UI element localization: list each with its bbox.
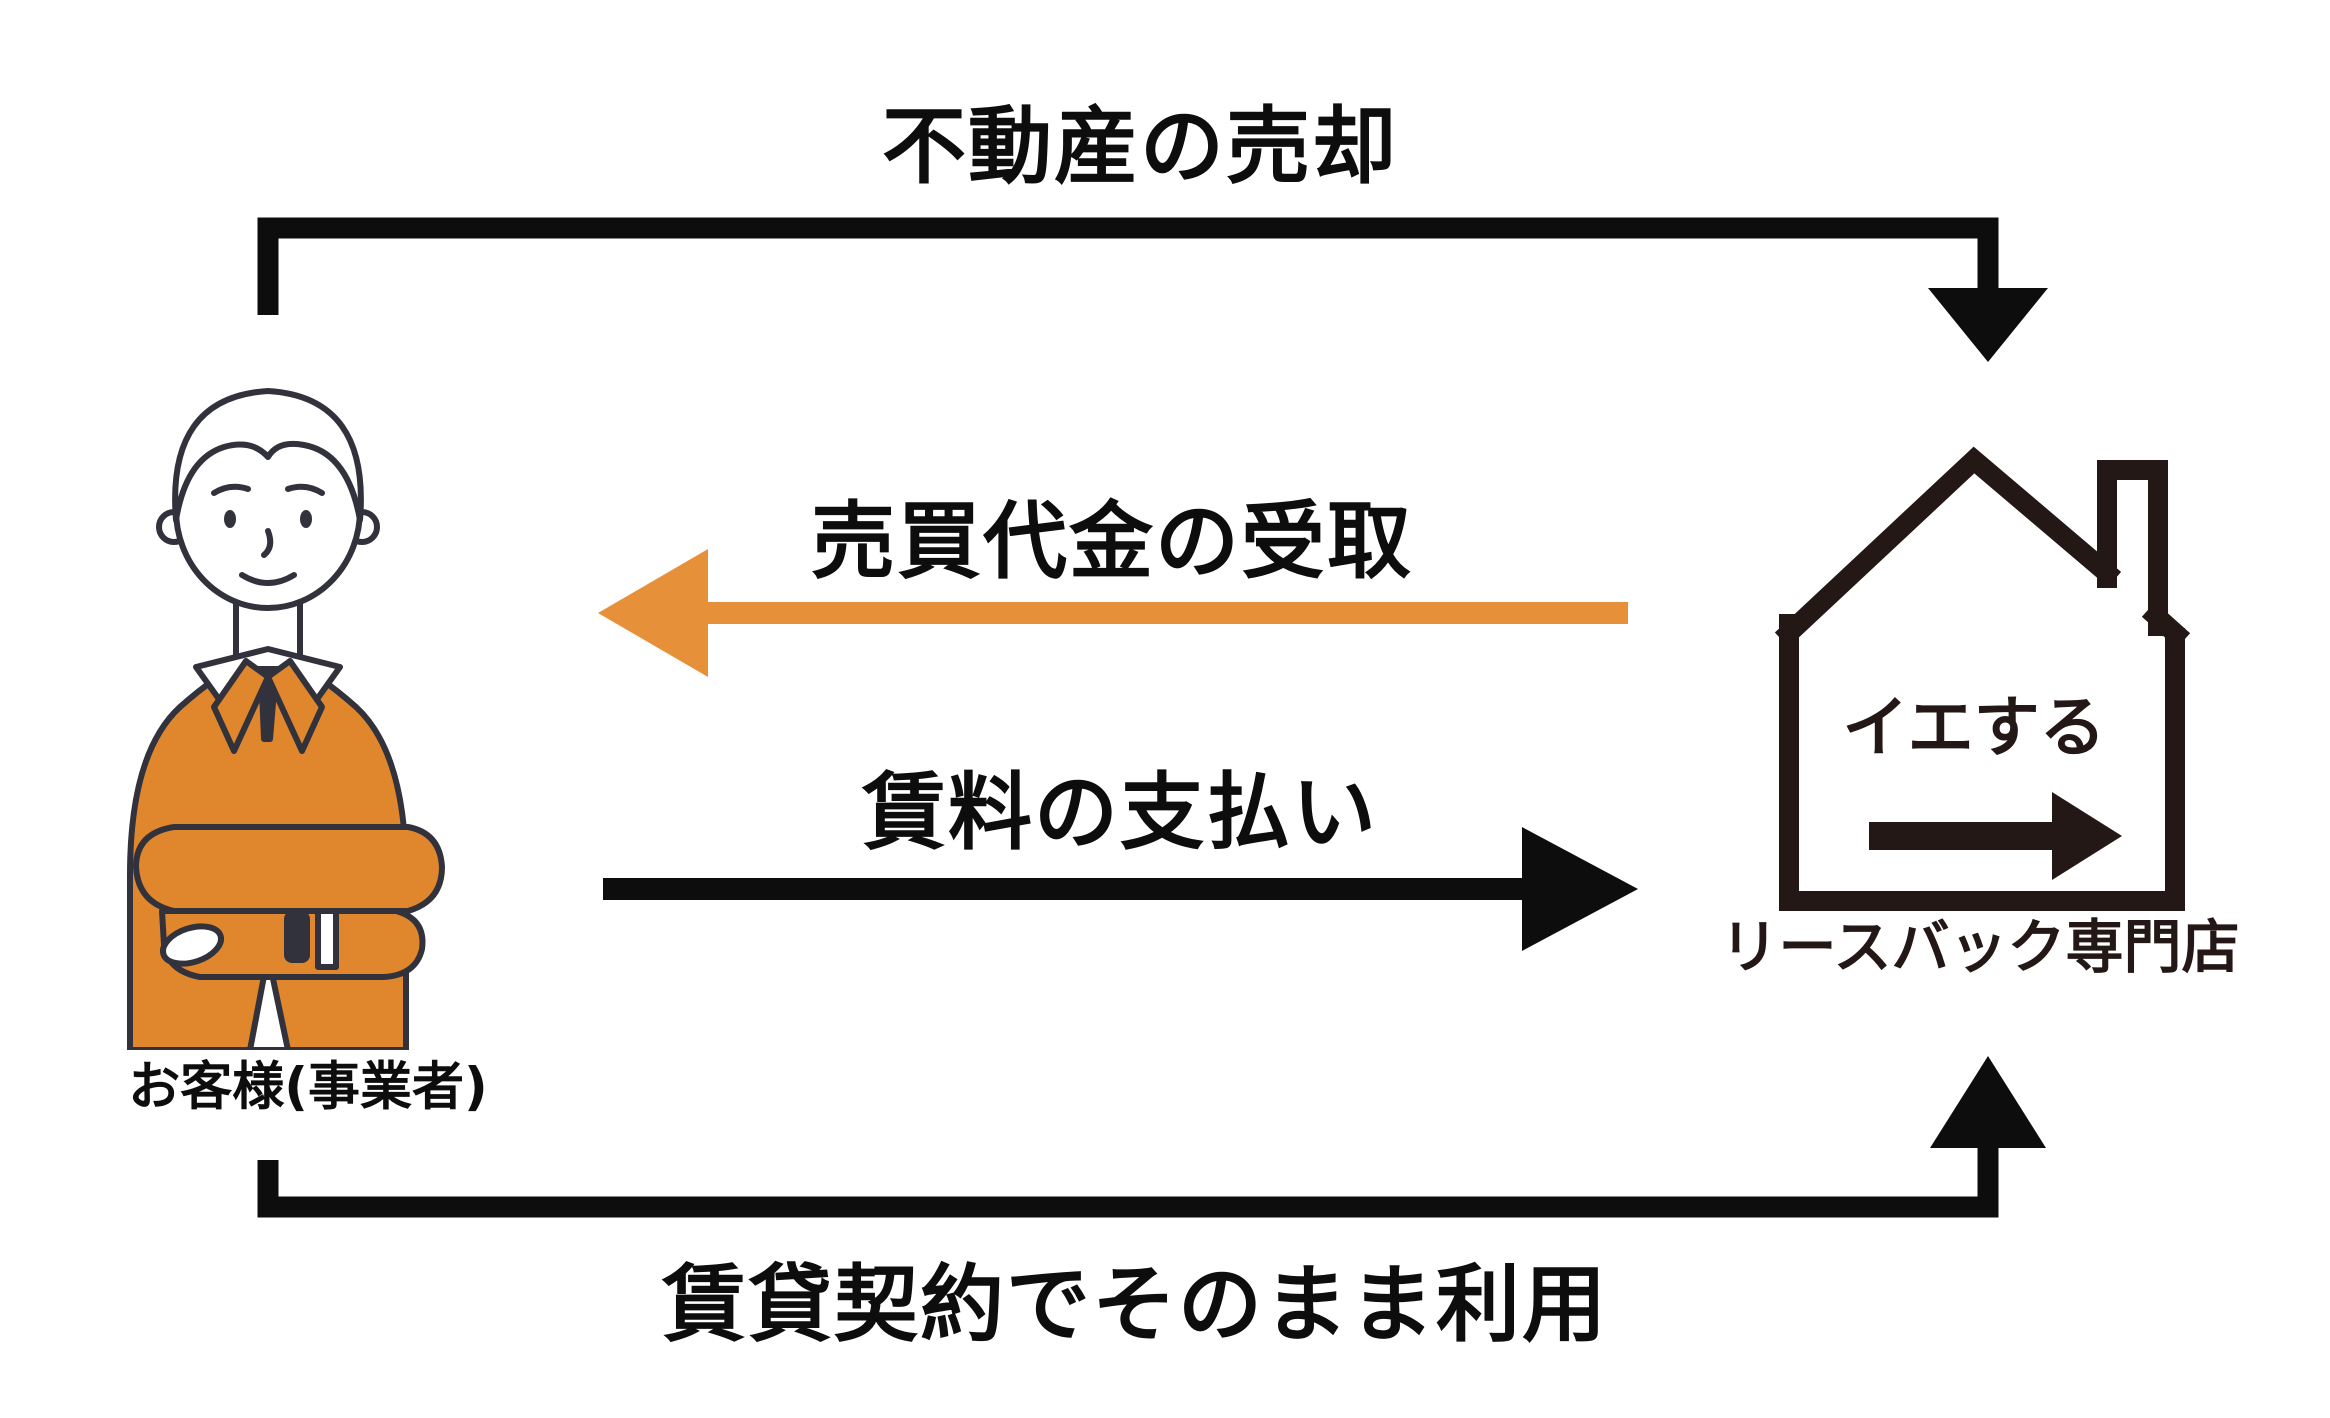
customer-illustration: [78, 355, 523, 1053]
crossed-arm-upper: [133, 824, 445, 914]
logo-arrow-icon: [1869, 792, 2122, 880]
watch-icon: [284, 911, 310, 963]
proceeds-arrowhead-icon: [598, 549, 708, 677]
rent-flow-label: 賃料の支払い: [861, 763, 1379, 862]
company-logo-text: イエする: [1842, 689, 2106, 766]
house-walls: [1779, 614, 2185, 911]
house-chimney: [2097, 460, 2168, 636]
proceeds-arrow: [598, 549, 1628, 677]
sale-flow-label: 不動産の売却: [881, 97, 1399, 196]
house-icon: [1774, 446, 2191, 911]
hair: [172, 388, 364, 523]
rent-arrow: [603, 827, 1638, 951]
sale-arrow: [257, 217, 2048, 362]
shirt-cuff: [315, 908, 339, 970]
hand: [159, 923, 225, 967]
sale-arrowhead-icon: [1928, 288, 2048, 362]
house-roof: [1774, 446, 2122, 648]
lease-arrowhead-icon: [1930, 1056, 2046, 1148]
lease-flow-label: 賃貸契約でそのまま利用: [661, 1255, 1609, 1354]
jacket-lapel-left: [211, 658, 271, 754]
jacket-lapel-right: [265, 658, 325, 754]
business-person-icon: [127, 388, 445, 1053]
customer-label: お客様(事業者): [128, 1057, 488, 1118]
company-logo: [1770, 440, 2191, 920]
company-label: リースバック専門店: [1720, 913, 2240, 981]
lease-arrow: [257, 1056, 2046, 1218]
proceeds-flow-label: 売買代金の受取: [810, 492, 1414, 591]
rent-arrowhead-icon: [1522, 827, 1638, 951]
